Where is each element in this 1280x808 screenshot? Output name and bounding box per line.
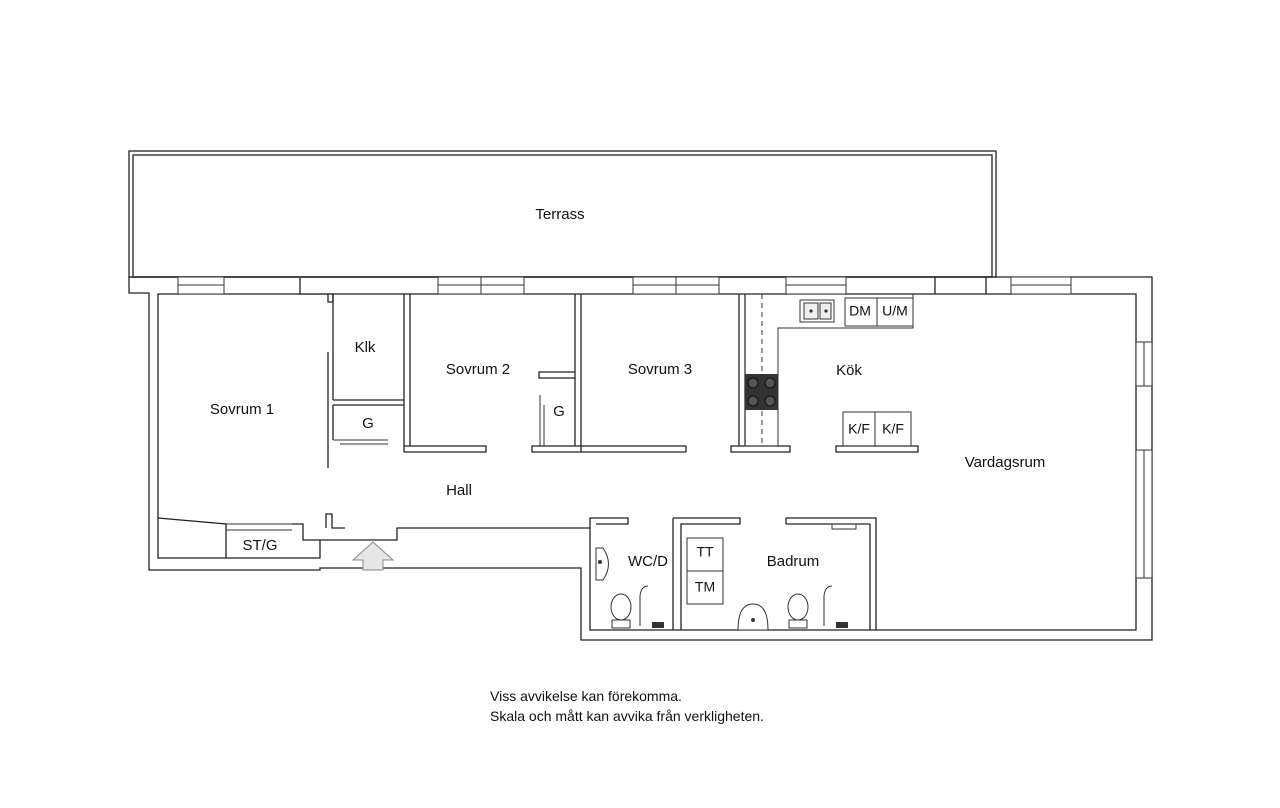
room-hall: Hall	[446, 482, 472, 499]
toilet-icon	[787, 593, 809, 629]
disclaimer-line-1: Viss avvikelse kan förekomma.	[490, 688, 682, 704]
shower-icon	[823, 585, 848, 628]
room-wardrobe-2: G	[553, 403, 565, 420]
room-terrace: Terrass	[535, 206, 584, 223]
disclaimer: Viss avvikelse kan förekomma. Skala och …	[490, 686, 764, 726]
room-wardrobe-1: G	[362, 415, 374, 432]
washer-label: TT	[696, 544, 714, 560]
kitchen-appliances: DM U/M K/F K/F	[842, 297, 914, 447]
room-bedroom-2: Sovrum 2	[446, 361, 510, 378]
windows-top	[177, 276, 1072, 295]
room-kitchen: Kök	[836, 362, 862, 379]
fridge-2-label: K/F	[882, 421, 904, 437]
washbasin-icon	[595, 547, 609, 581]
entrance-arrow-icon	[351, 541, 395, 571]
room-closet: Klk	[355, 339, 376, 356]
interior-walls	[157, 277, 987, 630]
dishwasher-label: DM	[849, 303, 871, 319]
fridge-1-label: K/F	[848, 421, 870, 437]
room-bedroom-1: Sovrum 1	[210, 401, 274, 418]
windows-right	[1135, 341, 1153, 579]
room-bedroom-3: Sovrum 3	[628, 361, 692, 378]
towel-rail	[831, 523, 857, 530]
laundry-column: TT TM	[686, 537, 724, 605]
room-living: Vardagsrum	[965, 454, 1046, 471]
room-bathroom: Badrum	[767, 553, 820, 570]
shower-icon	[639, 585, 664, 628]
room-wc: WC/D	[628, 553, 668, 570]
disclaimer-line-2: Skala och mått kan avvika från verklighe…	[490, 708, 764, 724]
dryer-label: TM	[695, 579, 715, 595]
sink-icon	[799, 299, 835, 323]
stove-icon	[745, 374, 778, 410]
oven-label: U/M	[882, 303, 908, 319]
toilet-icon	[610, 593, 632, 629]
washbasin-icon	[737, 603, 769, 631]
sliding-doors	[333, 395, 545, 446]
room-storage: ST/G	[242, 537, 277, 554]
